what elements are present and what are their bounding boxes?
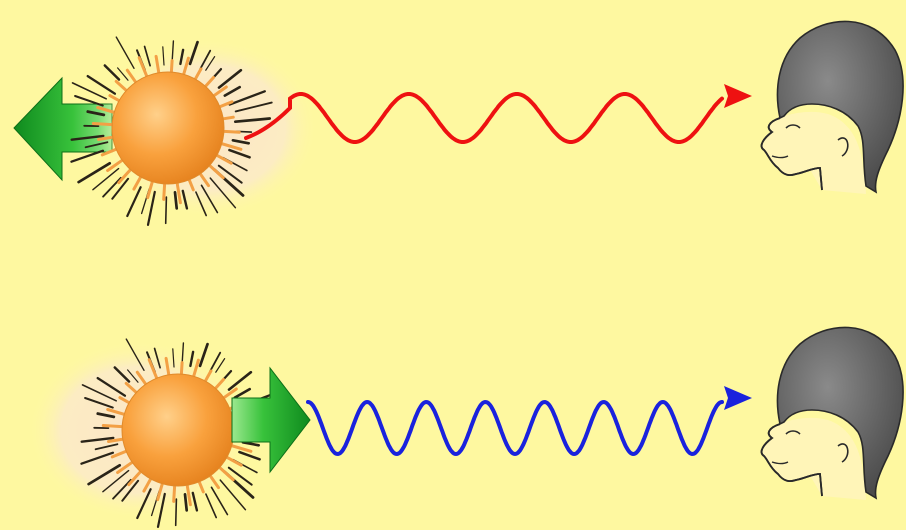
sun-spike bbox=[176, 499, 177, 525]
sun-spike bbox=[185, 494, 187, 510]
sun-core bbox=[122, 374, 234, 486]
sun-core bbox=[112, 72, 224, 184]
sun-spike bbox=[166, 197, 167, 223]
sun-spike bbox=[175, 192, 177, 208]
